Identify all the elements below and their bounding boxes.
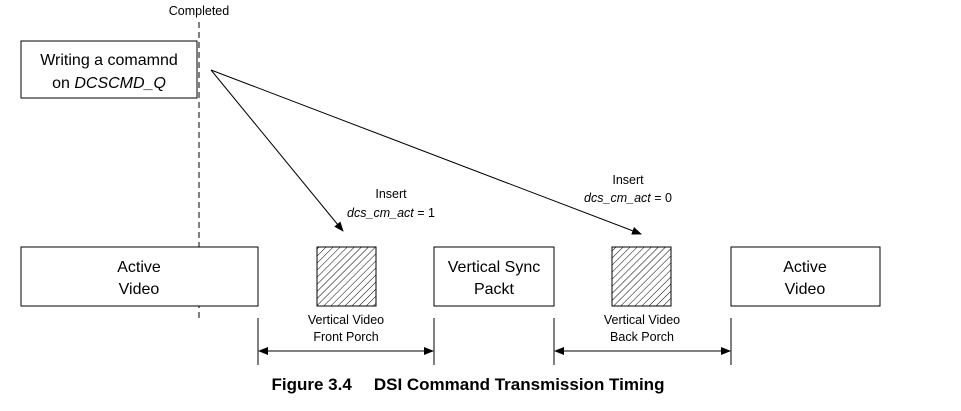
back-porch-command-slot (611, 246, 672, 307)
figure-title: DSI Command Transmission Timing (374, 375, 665, 394)
vertical-sync-line2: Packt (474, 281, 515, 298)
command-box-line2-prefix: on (52, 75, 74, 92)
active-video-right-line1: Active (783, 259, 827, 276)
command-box (20, 40, 198, 99)
insert-0-label: Insert (612, 173, 644, 187)
command-box-line1: Writing a comamnd (40, 52, 178, 69)
front-porch-label-line2: Front Porch (313, 330, 378, 344)
vertical-sync-line1: Vertical Sync (448, 259, 540, 276)
back-porch-label-line2: Back Porch (610, 330, 674, 344)
arrow-to-back-porch (210, 69, 642, 235)
front-porch-label-line1: Vertical Video (308, 313, 384, 327)
command-box-register: DCSCMD_Q (74, 75, 166, 92)
completed-label: Completed (169, 4, 229, 18)
active-video-right-segment (730, 246, 881, 307)
active-video-left-line1: Active (117, 259, 161, 276)
insert-0-eq: = 0 (651, 191, 672, 205)
active-video-right-line2: Video (785, 281, 826, 298)
insert-1-var: dcs_cm_act (347, 206, 414, 220)
insert-1-condition: dcs_cm_act = 1 (347, 206, 435, 220)
front-porch-command-slot (316, 246, 377, 307)
back-porch-label-line1: Vertical Video (604, 313, 680, 327)
figure-number: Figure 3.4 (272, 375, 353, 394)
figure-caption: Figure 3.4 DSI Command Transmission Timin… (272, 375, 665, 394)
insert-1-eq: = 1 (414, 206, 435, 220)
insert-0-var: dcs_cm_act (584, 191, 651, 205)
active-video-left-segment (20, 246, 259, 307)
active-video-left-line2: Video (119, 281, 160, 298)
vertical-sync-segment (433, 246, 555, 307)
insert-0-condition: dcs_cm_act = 0 (584, 191, 672, 205)
arrow-to-front-porch (210, 69, 344, 232)
insert-1-label: Insert (375, 187, 407, 201)
command-box-line2: on DCSCMD_Q (52, 75, 166, 92)
